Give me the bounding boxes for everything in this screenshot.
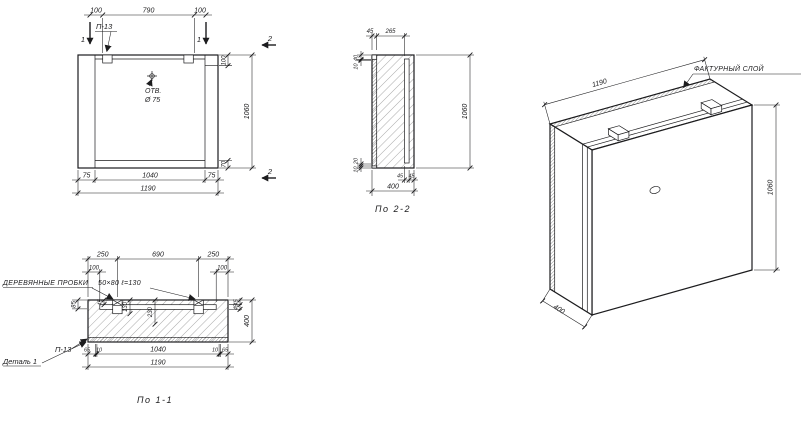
s2-height-dimension: 1060 — [416, 52, 474, 171]
dim-label: 100 — [90, 8, 102, 15]
dim-label: 100 — [194, 8, 206, 15]
front-right-dimensions: 100 70 1060 — [219, 52, 256, 171]
dim-label: 45 — [397, 174, 404, 180]
dim-label: 65 — [84, 348, 91, 354]
dim-label: 70 — [222, 160, 228, 167]
dim-label: 10 — [96, 348, 103, 354]
plug-block-left — [607, 125, 630, 142]
s1-callouts: П-13 Деталь 1 — [2, 339, 87, 367]
slot-edges — [582, 98, 748, 313]
view-title: По 1-1 — [137, 395, 173, 405]
dim-label-total: 1190 — [150, 360, 165, 367]
lifting-notch-left — [102, 54, 113, 64]
hole-oval — [649, 186, 661, 194]
dim-label: 10 — [354, 166, 360, 173]
dim-label: 45 — [234, 298, 240, 305]
bottom-notch — [371, 165, 378, 169]
s1-right-dimensions: 45 45 400 — [229, 297, 256, 345]
dim-label: 1040 — [142, 173, 158, 180]
section-mark-label: 2 — [267, 167, 273, 176]
panel-mark-label: П-13 — [96, 22, 113, 31]
dim-label: 790 — [143, 8, 155, 15]
plugs-note-size: 50×80 ℓ=130 — [98, 280, 141, 287]
s2-left-dimensions: 40 10 20 10 — [354, 51, 371, 173]
dim-label: 20 — [354, 157, 360, 165]
panel-outline — [77, 54, 219, 169]
s2-top-dimensions: 45 265 — [366, 29, 410, 56]
section-2-2-view: 45 265 40 10 20 10 1060 45 45 400 По — [354, 29, 474, 214]
dim-label: 10 — [354, 63, 360, 70]
dim-label: 75 — [208, 173, 216, 180]
panel-mark-label: П-13 — [55, 345, 72, 354]
wooden-plug-right — [193, 299, 204, 315]
dim-label: 250 — [206, 252, 219, 259]
dim-label-total: 1190 — [140, 186, 155, 193]
dim-label: 1190 — [591, 78, 608, 89]
dim-label: 45 — [408, 174, 415, 180]
dim-label: 250 — [96, 252, 109, 259]
horizontal-slot — [99, 304, 217, 310]
dim-label: 690 — [152, 252, 164, 259]
dim-label: 100 — [222, 55, 228, 66]
end-face — [549, 122, 593, 317]
s1-inner-dimensions: 85 45 130 230 — [72, 297, 158, 328]
dim-label: 85 — [72, 301, 78, 308]
section-2-cut-marks: 2 2 — [261, 34, 276, 182]
dim-label: 230 — [148, 306, 154, 318]
facing-layer-label: ФАКТУРНЫЙ СЛОЙ — [694, 64, 765, 73]
facing-layer — [88, 337, 228, 342]
lifting-notch-right — [183, 54, 194, 64]
isometric-view: 1190 1060 400 ФАКТУРНЫЙ СЛОЙ — [539, 56, 801, 330]
dim-label-total: 400 — [387, 184, 399, 191]
dim-label: 45 — [98, 298, 104, 305]
plugs-note: ДЕРЕВЯННЫЕ ПРОБКИ 50×80 ℓ=130 — [2, 280, 196, 301]
hole-note-line1: ОТВ. — [145, 88, 161, 95]
plug-block-right — [700, 99, 723, 116]
dim-label: 1060 — [768, 180, 775, 196]
section-mark-label: 2 — [267, 34, 273, 43]
section-1-cut-marks: 1 1 — [81, 22, 210, 45]
dim-label-total: 400 — [244, 315, 251, 327]
facing-layer-end — [549, 123, 556, 293]
dim-label: 130 — [123, 301, 129, 312]
section-mark-label: 1 — [81, 35, 85, 44]
section-mark-label: 1 — [197, 35, 201, 44]
panel-mark: П-13 — [95, 22, 117, 52]
s1-bottom-dimensions: 65 10 1040 10 65 1190 — [82, 344, 234, 370]
dim-label: 265 — [384, 29, 396, 35]
dim-label: 100 — [217, 266, 228, 272]
wooden-plug-left — [112, 299, 123, 315]
front-top-dimensions: 100 790 100 — [84, 8, 212, 53]
facing-layer-callout: ФАКТУРНЫЙ СЛОЙ — [684, 64, 801, 88]
dim-label-height: 1060 — [462, 104, 469, 120]
plugs-note-label: ДЕРЕВЯННЫЕ ПРОБКИ — [2, 280, 89, 287]
iso-height-dimension: 1060 — [754, 102, 780, 273]
section-1-1-view: ДЕРЕВЯННЫЕ ПРОБКИ 50×80 ℓ=130 250 690 25… — [2, 252, 256, 405]
dim-label: 1040 — [150, 347, 166, 354]
dim-label: 40 — [354, 54, 360, 61]
dim-label: 65 — [222, 348, 229, 354]
detail-callout-label: Деталь 1 — [2, 357, 37, 366]
panel-inner-edges — [94, 55, 218, 168]
vertical-slot — [404, 58, 410, 164]
dim-label: 45 — [367, 29, 374, 35]
iso-width-dimension: 1190 — [541, 56, 711, 125]
top-notch — [371, 54, 378, 60]
dim-label: 75 — [83, 173, 91, 180]
s1-top-dimensions: 250 690 250 100 100 — [82, 252, 234, 302]
dim-label: 45 — [234, 303, 240, 310]
hole-note-line2: Ø 75 — [144, 97, 160, 104]
front-elevation-view: ОТВ. Ø 75 П-13 1 1 2 2 100 790 — [72, 8, 276, 196]
dim-label: 100 — [89, 266, 100, 272]
view-title: По 2-2 — [375, 204, 411, 214]
dim-label-height: 1060 — [244, 104, 251, 120]
hole-symbol: ОТВ. Ø 75 — [144, 71, 161, 104]
dim-label: 10 — [212, 348, 219, 354]
s2-bottom-dimensions: 45 45 400 — [366, 166, 418, 196]
front-bottom-dimensions: 75 1040 75 1190 — [72, 170, 224, 196]
facing-layer — [372, 59, 377, 166]
